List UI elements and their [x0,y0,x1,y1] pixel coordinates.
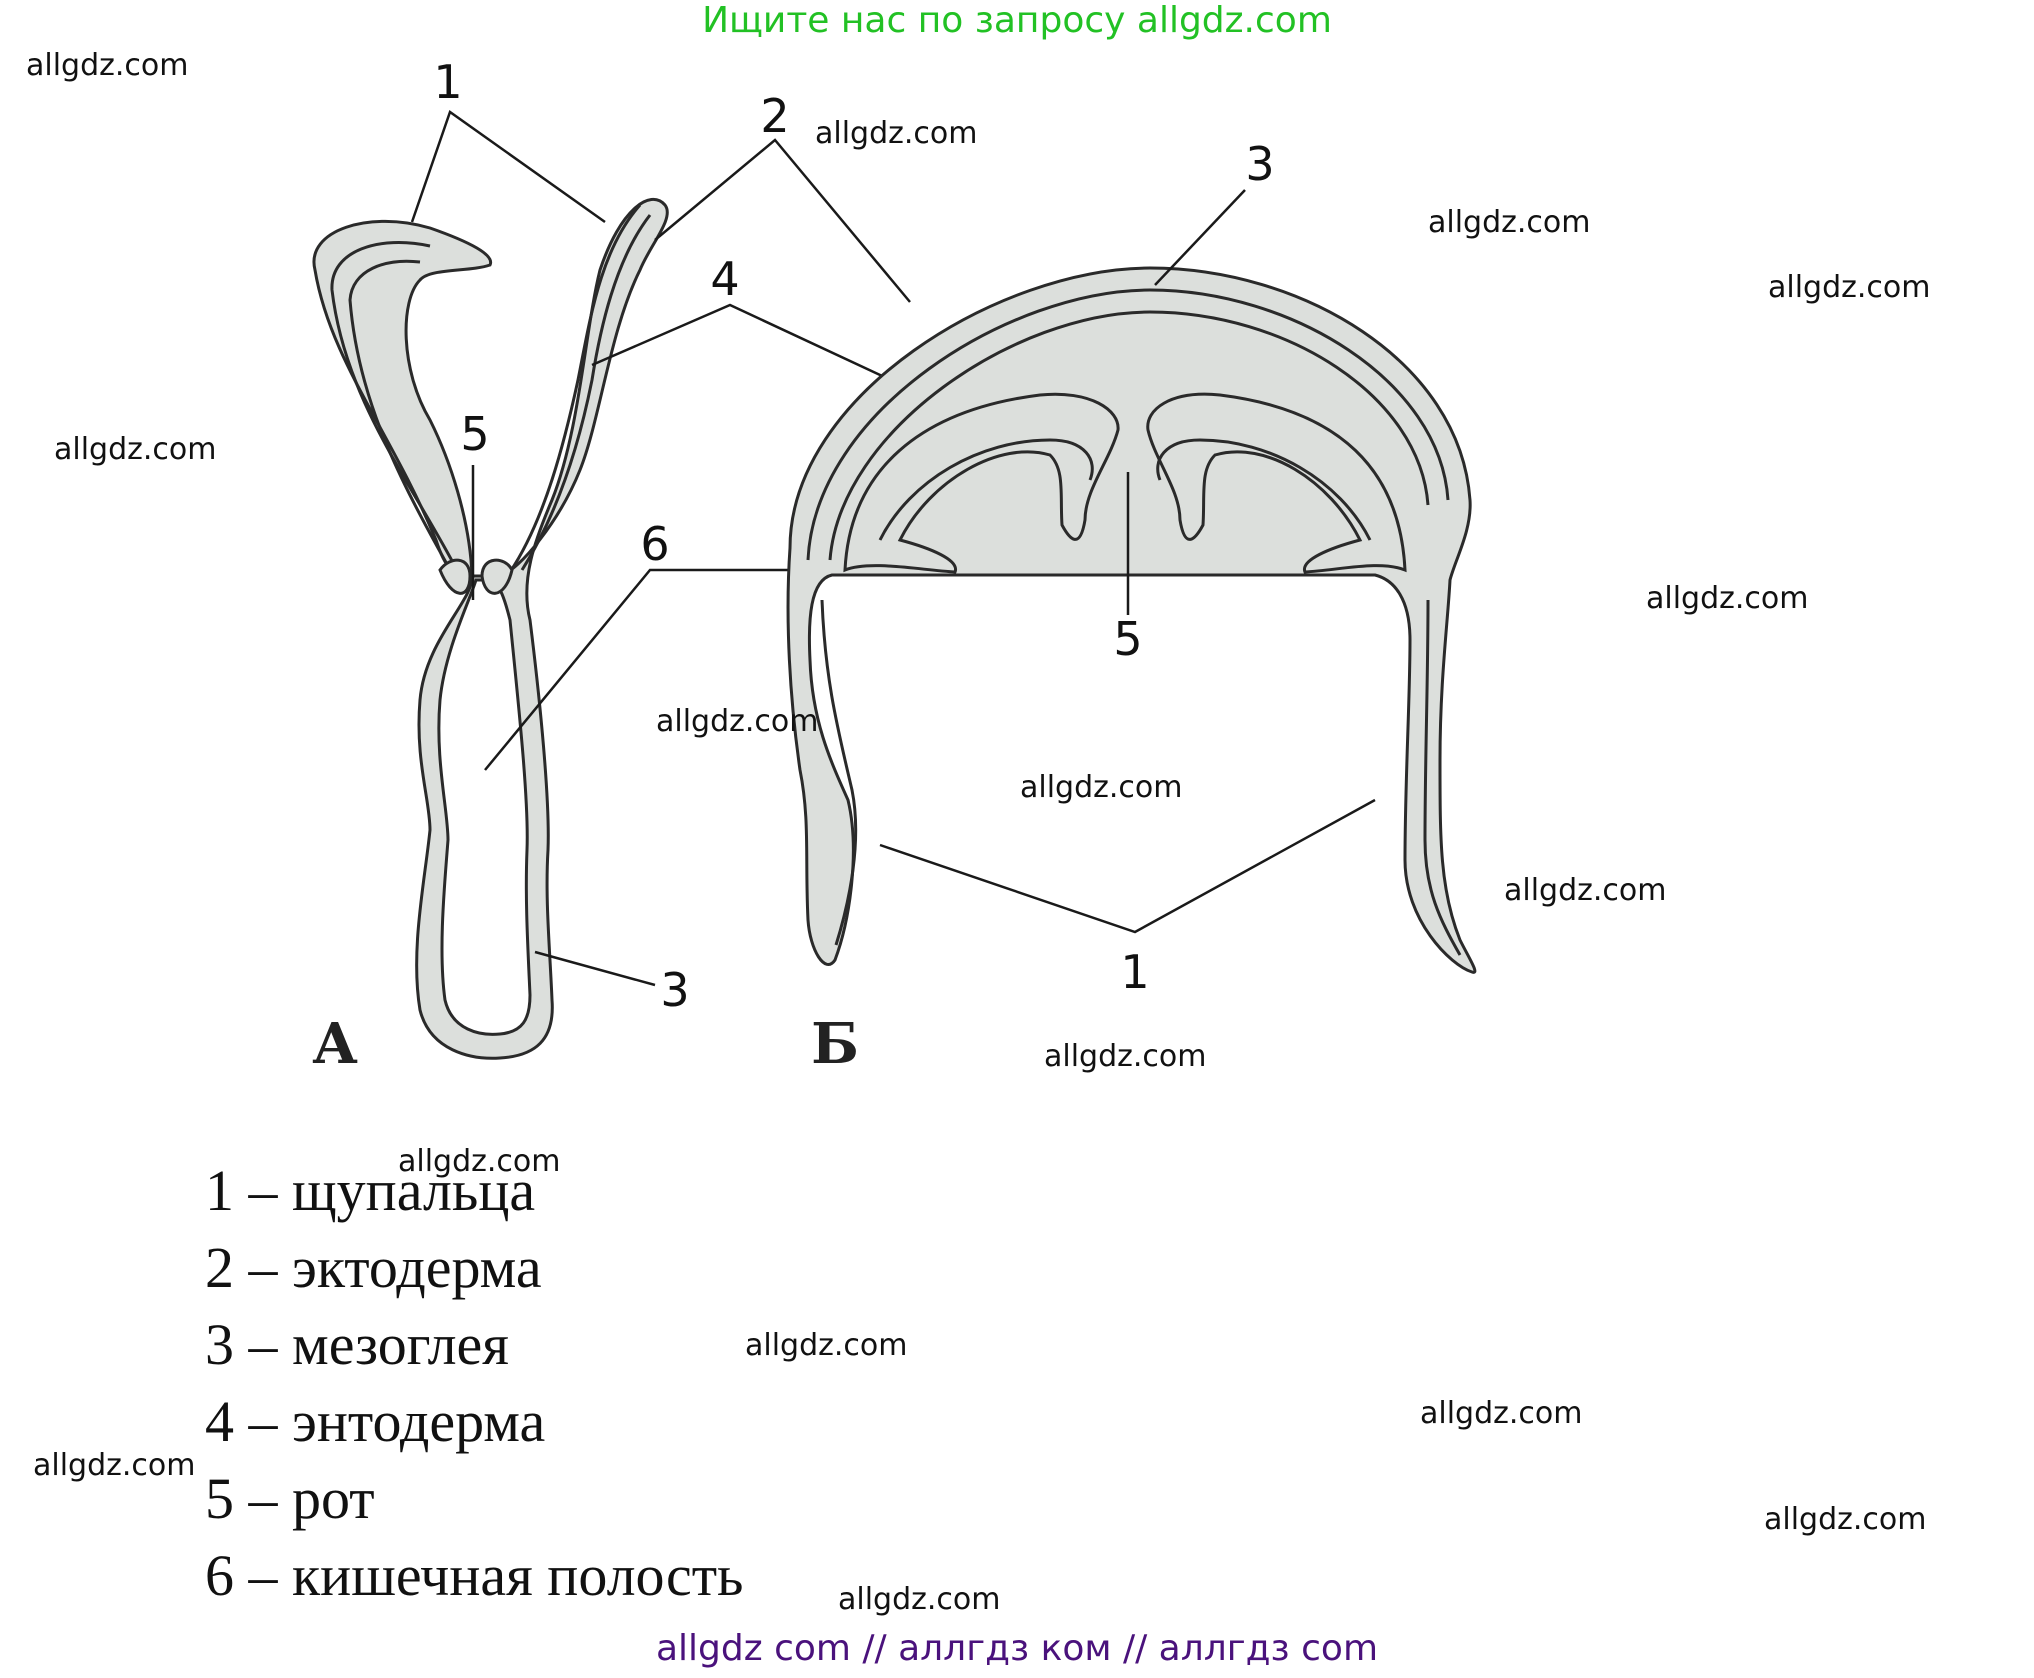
footer-banner: allgdz com // аллгдз ком // аллгдз com [655,1628,1379,1669]
watermark: allgdz.com [26,48,189,83]
polyp-tentacle-left [330,241,460,573]
watermark: allgdz.com [815,116,978,151]
label-a-2: 2 [760,89,789,143]
figure-b-medusa: 3 5 1 Б [786,137,1477,1077]
legend-item: 5 – рот [205,1466,375,1531]
legend-item: 1 – щупальца [205,1158,536,1223]
figure-a-leaders [410,110,911,987]
watermark: allgdz.com [1504,873,1667,908]
watermark: allgdz.com [1768,270,1931,305]
watermark: allgdz.com [838,1582,1001,1617]
label-a-5: 5 [460,407,489,461]
medusa-bell-inner-lines [806,288,1462,956]
watermark: allgdz.com [1044,1039,1207,1074]
label-a-1: 1 [433,55,462,109]
figure-a-polyp: 1 2 4 5 6 3 А [312,55,911,1077]
legend-list: 1 – щупальца 2 – эктодерма 3 – мезоглея … [205,1152,744,1614]
watermark: allgdz.com [54,432,217,467]
watermark: allgdz.com [1020,770,1183,805]
watermark: allgdz.com [398,1144,561,1179]
legend-item: 2 – эктодерма [205,1235,542,1300]
label-a-4: 4 [710,252,739,306]
label-b-3: 3 [1245,137,1274,191]
figure-a-tag: А [312,1011,358,1077]
label-b-1: 1 [1120,945,1149,999]
legend-item: 6 – кишечная полость [205,1543,744,1608]
polyp-tentacle-right [508,204,652,573]
figure-b-tag: Б [811,1011,859,1077]
polyp-mouth-lips [438,558,514,595]
label-a-3: 3 [660,963,689,1017]
legend-item: 3 – мезоглея [205,1312,509,1377]
watermark: allgdz.com [33,1448,196,1483]
medusa-manubrium [878,438,1372,541]
watermark: allgdz.com [656,704,819,739]
polyp-inner-wall [437,578,532,1036]
watermark: allgdz.com [1764,1502,1927,1537]
label-b-5: 5 [1113,612,1142,666]
watermark: allgdz.com [745,1328,908,1363]
watermark: allgdz.com [1428,205,1591,240]
watermark: allgdz.com [1420,1396,1583,1431]
header-banner: Ищите нас по запросу allgdz.com [702,0,1332,41]
watermark: allgdz.com [1646,581,1809,616]
label-a-6: 6 [640,517,669,571]
figure-b-leaders [879,189,1376,934]
legend-item: 4 – энтодерма [205,1389,546,1454]
